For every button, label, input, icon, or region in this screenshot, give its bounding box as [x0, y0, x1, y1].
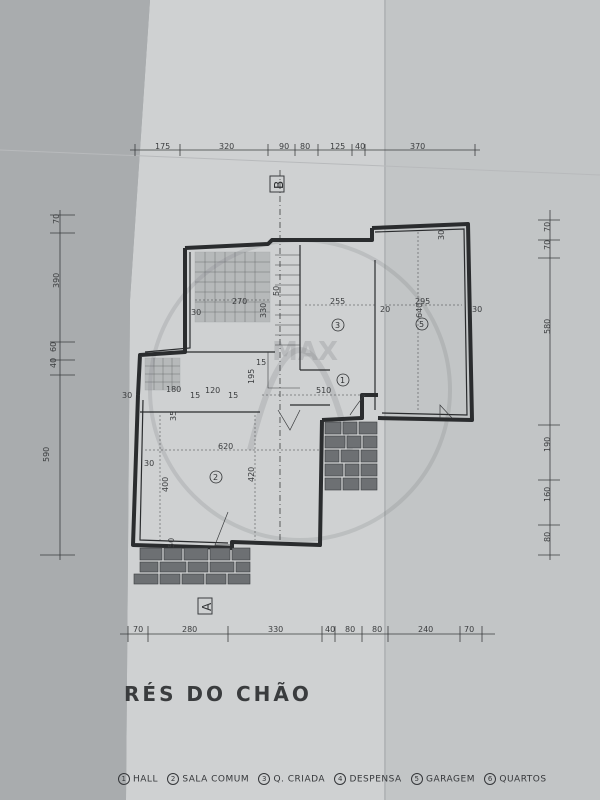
dim-bottom-8: 70: [464, 625, 474, 634]
stone-paving-front: [133, 547, 251, 585]
top-dimension-line: [130, 144, 480, 156]
dim-bottom-5: 80: [345, 625, 355, 634]
dim-int-14: 20: [380, 305, 390, 314]
svg-text:2: 2: [213, 473, 218, 482]
dim-int-12: 30: [191, 308, 201, 317]
dim-int-5: 640: [415, 303, 424, 318]
dim-top-4: 80: [300, 142, 310, 151]
svg-text:5: 5: [419, 320, 424, 329]
room-number-3: 3: [331, 318, 345, 332]
dim-int-4: 295: [415, 297, 430, 306]
dim-int-15: 30: [472, 305, 482, 314]
section-mark-b: B: [269, 170, 286, 540]
svg-text:B: B: [272, 181, 286, 189]
dim-right-2: 70: [543, 240, 552, 250]
dim-int-24: 180: [166, 385, 181, 394]
dim-int-3: 255: [330, 297, 345, 306]
dim-right-5: 160: [543, 487, 552, 502]
dim-left-5: 590: [42, 447, 51, 462]
plan-title: RÉS DO CHÃO: [124, 682, 312, 706]
dim-right-6: 80: [543, 532, 552, 542]
svg-text:3: 3: [335, 321, 340, 330]
dim-bottom-1: 70: [133, 625, 143, 634]
staircase: [267, 254, 300, 389]
dim-int-20: 35: [169, 411, 178, 421]
room-number-5: 5: [415, 317, 429, 331]
dim-bottom-2: 280: [182, 625, 197, 634]
dim-int-2: 330: [259, 303, 268, 318]
dim-int-16: 30: [122, 391, 132, 400]
dim-top-1: 175: [155, 142, 170, 151]
svg-text:1: 1: [340, 376, 345, 385]
kitchen-tiles: [194, 251, 271, 323]
dim-int-13: 30: [437, 230, 446, 240]
dim-right-4: 190: [543, 437, 552, 452]
svg-text:A: A: [200, 602, 214, 611]
dim-left-3: 60: [49, 342, 58, 352]
dim-int-8: 510: [316, 386, 331, 395]
dim-int-11: 420: [247, 467, 256, 482]
door-swings: [214, 394, 453, 546]
dim-top-3: 90: [279, 142, 289, 151]
dim-top-7: 370: [410, 142, 425, 151]
dim-top-6: 40: [355, 142, 365, 151]
dim-int-18: 15: [228, 391, 238, 400]
dim-int-22: 50: [167, 538, 176, 548]
dim-int-1: 270: [232, 297, 247, 306]
dim-left-4: 40: [49, 358, 58, 368]
dim-top-5: 125: [330, 142, 345, 151]
dim-bottom-6: 80: [372, 625, 382, 634]
dim-bottom-3: 330: [268, 625, 283, 634]
dim-right-1: 70: [543, 222, 552, 232]
bath-tiles: [144, 357, 181, 391]
dim-right-3: 580: [543, 319, 552, 334]
dim-int-19: 15: [256, 358, 266, 367]
stone-paving-side: [324, 421, 378, 491]
bottom-dimension-line: [120, 626, 495, 642]
dim-int-23: 50: [272, 286, 281, 296]
dim-int-17: 15: [190, 391, 200, 400]
dim-int-9: 620: [218, 442, 233, 451]
dim-left-2: 390: [52, 273, 61, 288]
right-dimension-line: [538, 210, 560, 560]
room-number-2: 2: [209, 470, 223, 484]
dim-bottom-4: 40: [325, 625, 335, 634]
room-number-1: 1: [336, 373, 350, 387]
dim-int-21: 30: [144, 459, 154, 468]
dim-top-2: 320: [219, 142, 234, 151]
dim-int-10: 400: [161, 477, 170, 492]
dim-left-1: 70: [52, 214, 61, 224]
dim-int-6: 120: [205, 386, 220, 395]
left-dimension-line: [40, 210, 75, 560]
dim-bottom-7: 240: [418, 625, 433, 634]
watermark-text: MAX: [272, 337, 338, 367]
section-mark-a: A: [197, 597, 214, 615]
dim-int-7: 195: [247, 369, 256, 384]
